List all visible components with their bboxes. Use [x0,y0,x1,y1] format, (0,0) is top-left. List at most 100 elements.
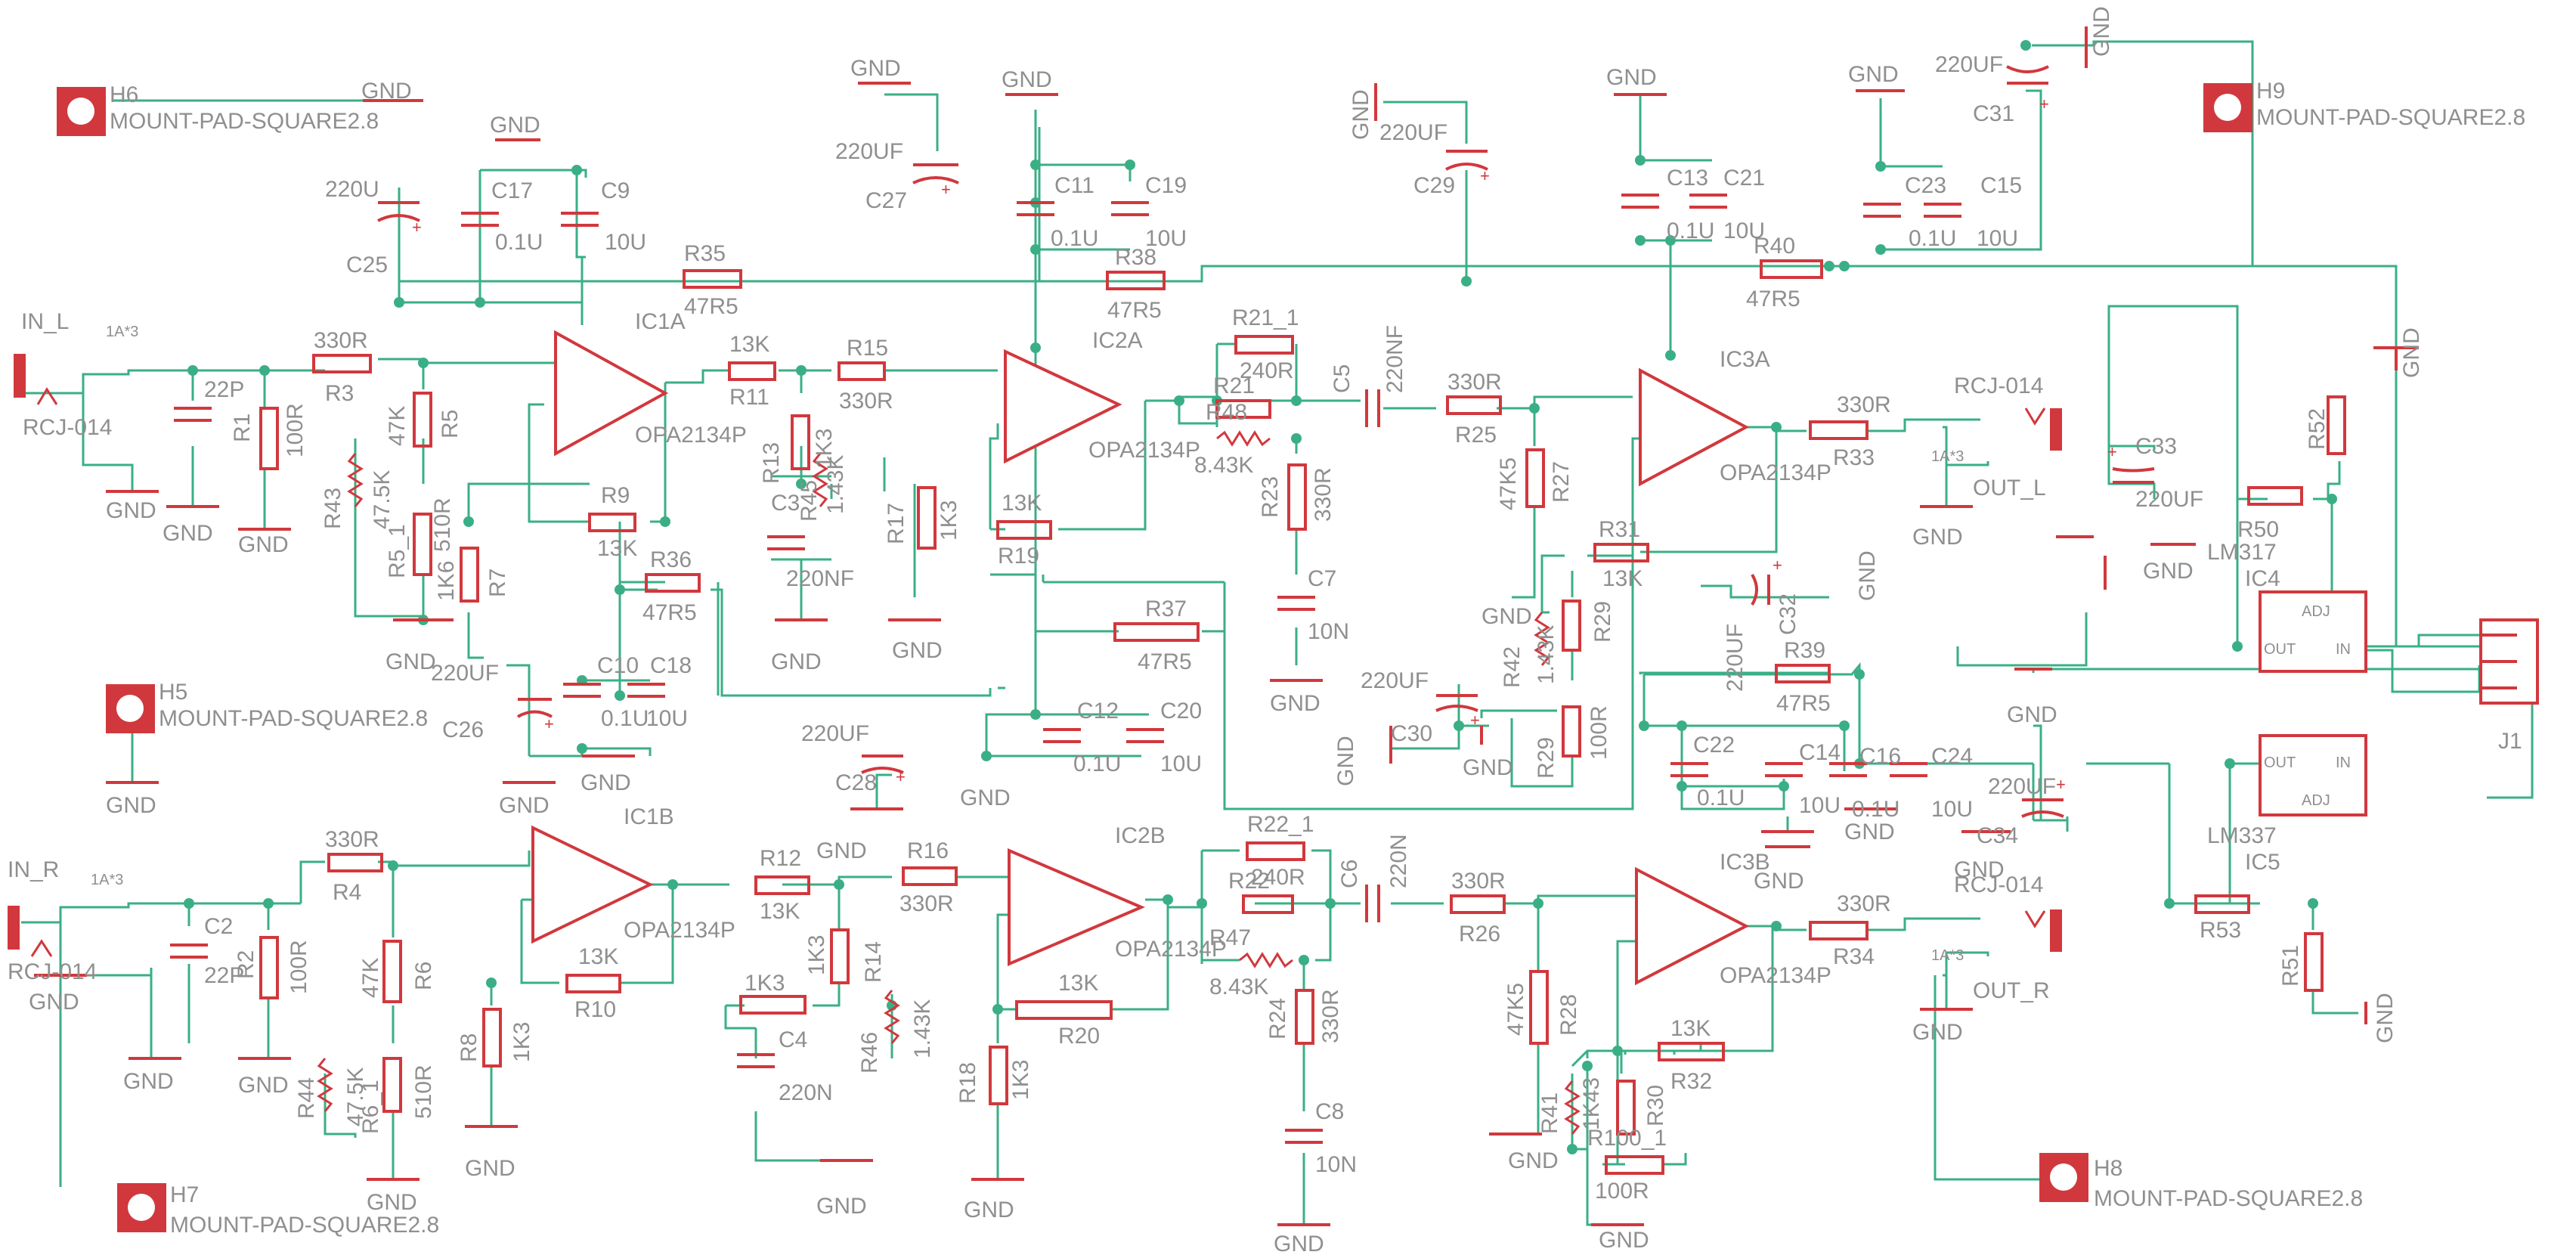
c32-name: C32 [1776,593,1800,635]
svg-text:+: + [412,218,422,237]
in-r-part: RCJ-014 [8,959,97,984]
gnd-label: GND [367,1190,417,1215]
h8-label: H8 [2094,1156,2122,1181]
r39-value: 47R5 [1776,691,1831,716]
gnd-label: GND [465,1156,516,1181]
gnd-label: GND [1482,604,1532,629]
c26-value: 220UF [431,661,499,686]
r45-value: 1.43K [823,455,848,514]
r4-name: R4 [333,880,361,905]
ic1b-label: IC1B [624,804,674,829]
r14-value: 1K3 [804,935,829,975]
r15-value: 330R [839,389,893,414]
r35-value: 47R5 [684,294,738,319]
r22-name: R22 [1228,869,1270,894]
r21-name: R21 [1213,373,1255,398]
ground-symbols [34,26,2419,1226]
c33-value: 220UF [2135,487,2203,512]
c33-name: C33 [2135,434,2177,459]
c23-name: C23 [1905,173,1946,198]
out-l-part: RCJ-014 [1954,373,2043,398]
in-r-label: IN_R [8,857,59,882]
r20-name: R20 [1058,1024,1100,1049]
c7-name: C7 [1308,566,1336,591]
ic3b-value: OPA2134P [1720,963,1831,988]
r45-name: R45 [797,480,822,522]
c17-value: 0.1U [495,230,543,255]
r32-value: 13K [1670,1016,1711,1041]
c15-value: 10U [1977,226,2018,251]
r42-name: R42 [1500,646,1525,688]
r5-1-name: R5_1 [385,524,410,578]
c20-value: 10U [1160,751,1202,776]
r20-value: 13K [1058,971,1098,996]
r52-name: R52 [2305,408,2330,450]
r100-1-value: 100R [1595,1179,1649,1204]
r35-name: R35 [684,241,726,266]
r7-name: R7 [485,569,510,597]
gnd-label: GND [1274,1232,1324,1256]
r48-name: R48 [1206,400,1247,425]
out-l-pin: 1A*3 [1931,448,1964,465]
ic1a-value: OPA2134P [635,423,747,448]
gnd-label: GND [960,785,1011,810]
r32-name: R32 [1670,1069,1712,1094]
c10-name: C10 [597,653,639,678]
ic5-value: LM337 [2207,823,2277,848]
ic5-adj: ADJ [2302,792,2330,809]
gnd-label: GND [106,498,156,523]
gnd-label: GND [1606,65,1657,90]
gnd-label: GND [490,113,540,138]
c6-value: 220N [1386,834,1411,888]
r36-value: 47R5 [642,600,697,625]
ic5-label: IC5 [2245,850,2280,875]
c28-value: 220UF [801,721,869,746]
r15-name: R15 [847,336,888,361]
c5-value: 220NF [1382,325,1407,393]
mount-pad-h6 [57,87,106,136]
r25-value: 330R [1447,370,1502,395]
r42-value: 1.43K [1534,625,1559,684]
out-r-pin: 1A*3 [1931,947,1964,964]
wires [21,40,2534,1226]
r2-value: 100R [286,940,311,994]
in-r-pin: 1A*3 [91,872,123,888]
r21-1-value: 240R [1240,358,1294,383]
h6-label: H6 [110,82,138,107]
svg-text:+: + [1470,711,1480,730]
out-r-part: RCJ-014 [1954,872,2043,897]
r34-value: 330R [1837,891,1891,916]
ic4-adj: ADJ [2302,603,2330,620]
parts [8,65,2539,1232]
r28-value: 47K5 [1503,983,1528,1036]
r24-value: 330R [1318,989,1343,1043]
ic3a-value: OPA2134P [1720,460,1831,485]
r3-label: 330R [314,328,368,353]
h6-value: MOUNT-PAD-SQUARE2.8 [110,109,379,134]
gnd-label: GND [1333,736,1358,786]
r22-1-value: 240R [1251,865,1305,890]
gnd-label: GND [1855,550,1880,601]
r5-1-value: 1K6 [434,561,459,601]
r46-value: 1.43K [910,999,935,1058]
c21-value: 10U [1723,218,1765,243]
r10-name: R10 [574,997,616,1022]
r6-name: R6 [411,962,436,990]
in-l-part: RCJ-014 [23,415,112,440]
c31-value: 220UF [1935,52,2003,77]
c24-value: 10U [1931,797,1973,822]
r17-name: R17 [884,503,909,544]
r37-value: 47R5 [1138,649,1192,674]
r29-value: 100R [1587,705,1612,760]
c2-name: C2 [204,914,233,939]
r12-value: 13K [760,899,800,924]
r47-value: 8.43K [1209,974,1268,999]
r28-name: R28 [1556,994,1581,1036]
r38-value: 47R5 [1107,298,1162,323]
r18-value: 1K3 [1008,1060,1033,1100]
svg-text:+: + [2107,442,2117,461]
c30-name: C30 [1391,721,1432,746]
r16-value: 330R [899,891,954,916]
r36-name: R36 [650,547,692,572]
